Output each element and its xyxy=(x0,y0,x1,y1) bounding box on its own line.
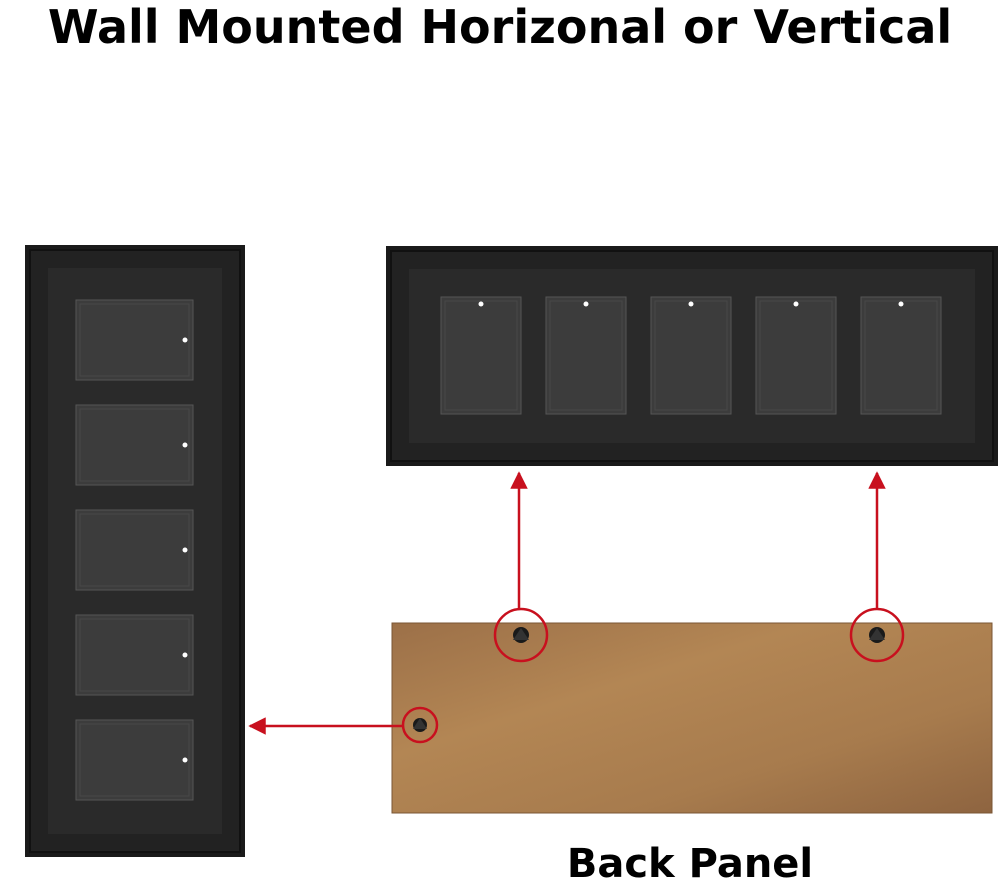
photo-opening xyxy=(755,296,837,415)
photo-opening xyxy=(75,614,194,696)
back-panel-label: Back Panel xyxy=(566,841,814,887)
back-panel-board xyxy=(391,622,993,814)
page-title: Wall Mounted Horizonal or Vertical xyxy=(47,0,953,54)
sawtooth-hanger-top-left xyxy=(493,607,549,663)
photo-opening xyxy=(650,296,732,415)
horizontal-frame xyxy=(386,246,998,466)
photo-opening xyxy=(860,296,942,415)
photo-opening xyxy=(75,509,194,591)
horizontal-frame-openings xyxy=(440,296,942,415)
photo-opening xyxy=(545,296,627,415)
photo-opening xyxy=(440,296,522,415)
photo-opening xyxy=(75,299,194,381)
vertical-frame xyxy=(25,245,245,857)
sawtooth-hanger-left xyxy=(401,706,439,744)
vertical-frame-openings xyxy=(75,299,194,801)
photo-opening xyxy=(75,719,194,801)
arrows xyxy=(248,471,886,735)
photo-opening xyxy=(75,404,194,486)
